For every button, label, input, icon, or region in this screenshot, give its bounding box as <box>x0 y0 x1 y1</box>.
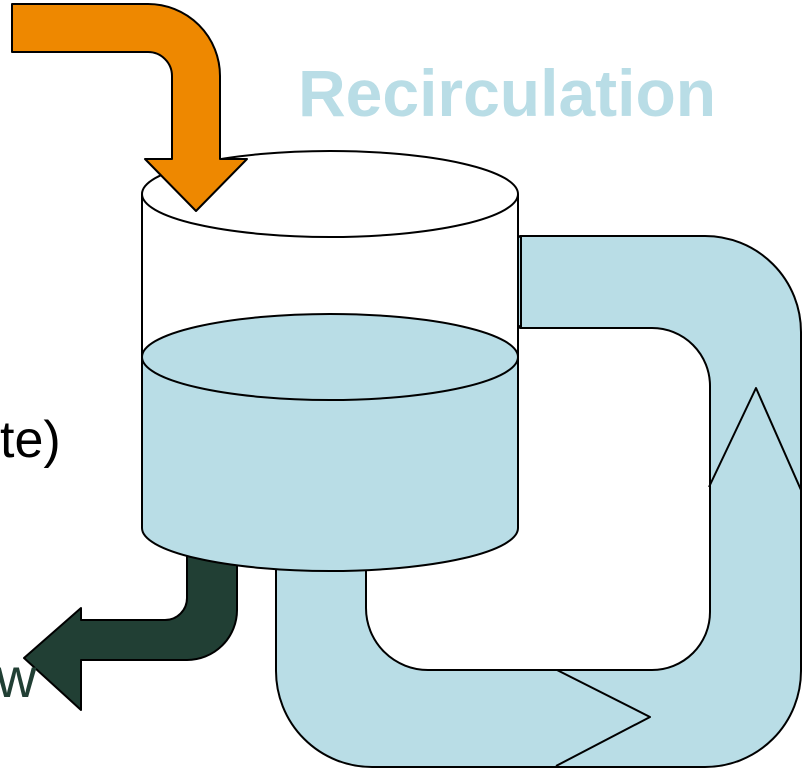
recirculation-title: Recirculation <box>298 56 717 130</box>
outflow-arrow-icon <box>23 555 238 711</box>
tank-liquid-surface <box>141 313 519 401</box>
tank-top-rim <box>141 150 519 238</box>
inflow-arrow-icon <box>11 3 248 212</box>
recirculation-chevron-right <box>555 669 651 767</box>
partial-side-label: te) <box>0 411 61 469</box>
tank <box>141 150 519 572</box>
recirculation-chevron-up <box>708 387 802 491</box>
tank-liquid-body <box>141 356 519 572</box>
partial-outflow-label: w <box>0 646 37 709</box>
recirculation-loop-band <box>275 235 802 768</box>
